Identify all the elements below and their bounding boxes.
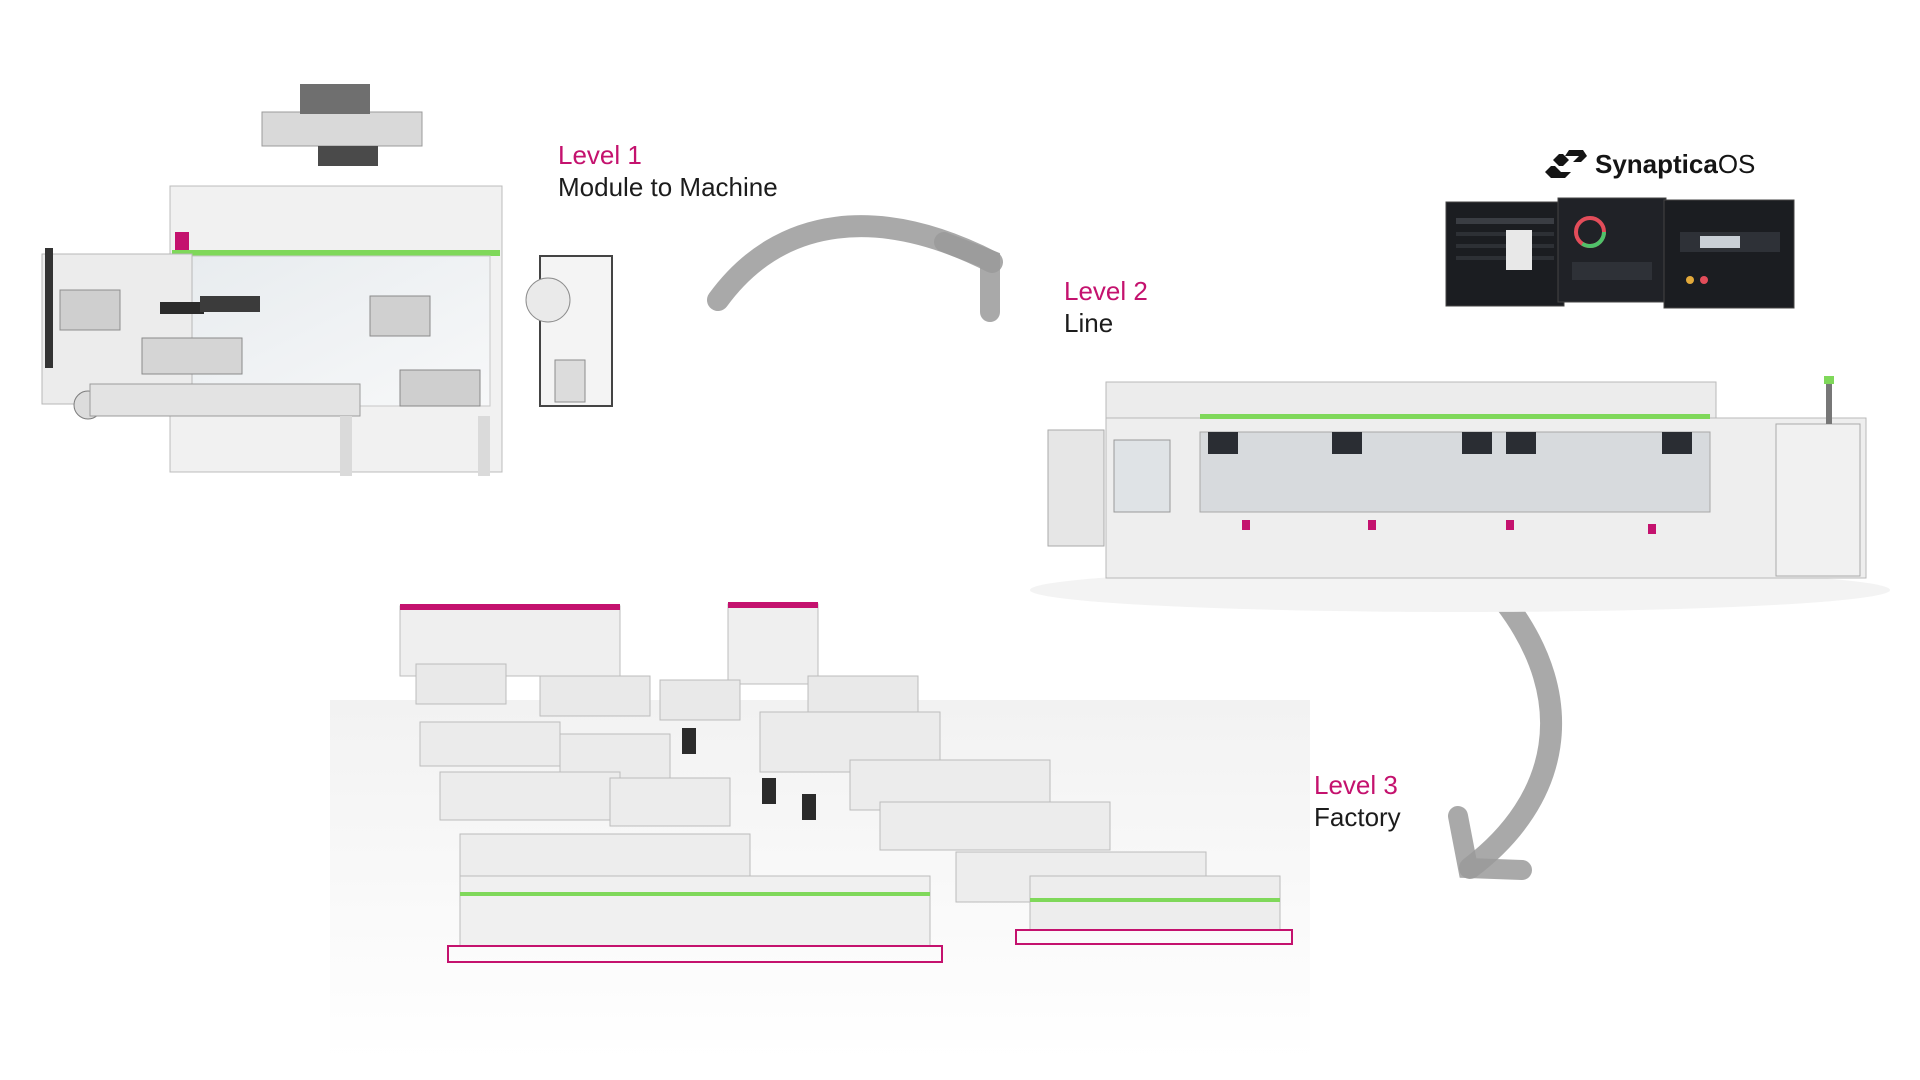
synaptica-brand: SynapticaOS (1545, 146, 1755, 182)
factory-illustration (330, 602, 1310, 1060)
green-strip (172, 250, 500, 256)
line-glass (1199, 431, 1711, 513)
level-2-title: Level 2 (1064, 276, 1148, 306)
synaptica-logo-icon (1545, 150, 1587, 178)
brand-badge (175, 232, 189, 250)
production-line-illustration (1030, 376, 1890, 612)
module-machine-illustration (41, 84, 613, 476)
brand-name-bold: Synaptica (1595, 148, 1718, 179)
flow-arrow-1 (707, 215, 1003, 322)
flow-arrow-2 (1448, 591, 1563, 880)
level-3-label: Level 3 Factory (1314, 770, 1401, 833)
level-1-label: Level 1 Module to Machine (558, 140, 778, 203)
level-2-label: Level 2 Line (1064, 276, 1148, 339)
level-2-description: Line (1064, 307, 1114, 338)
overhead-module (261, 84, 423, 166)
screen-2 (1557, 197, 1667, 303)
screen-3 (1663, 199, 1795, 309)
brand-name: SynapticaOS (1595, 149, 1755, 180)
screen-1 (1445, 201, 1565, 307)
line-green-strip (1200, 414, 1710, 419)
level-3-description: Factory (1314, 801, 1401, 832)
level-3-title: Level 3 (1314, 770, 1398, 800)
level-1-title: Level 1 (558, 140, 642, 170)
level-1-description: Module to Machine (558, 171, 778, 202)
software-screens (1445, 197, 1795, 309)
brand-name-regular: OS (1717, 148, 1756, 179)
